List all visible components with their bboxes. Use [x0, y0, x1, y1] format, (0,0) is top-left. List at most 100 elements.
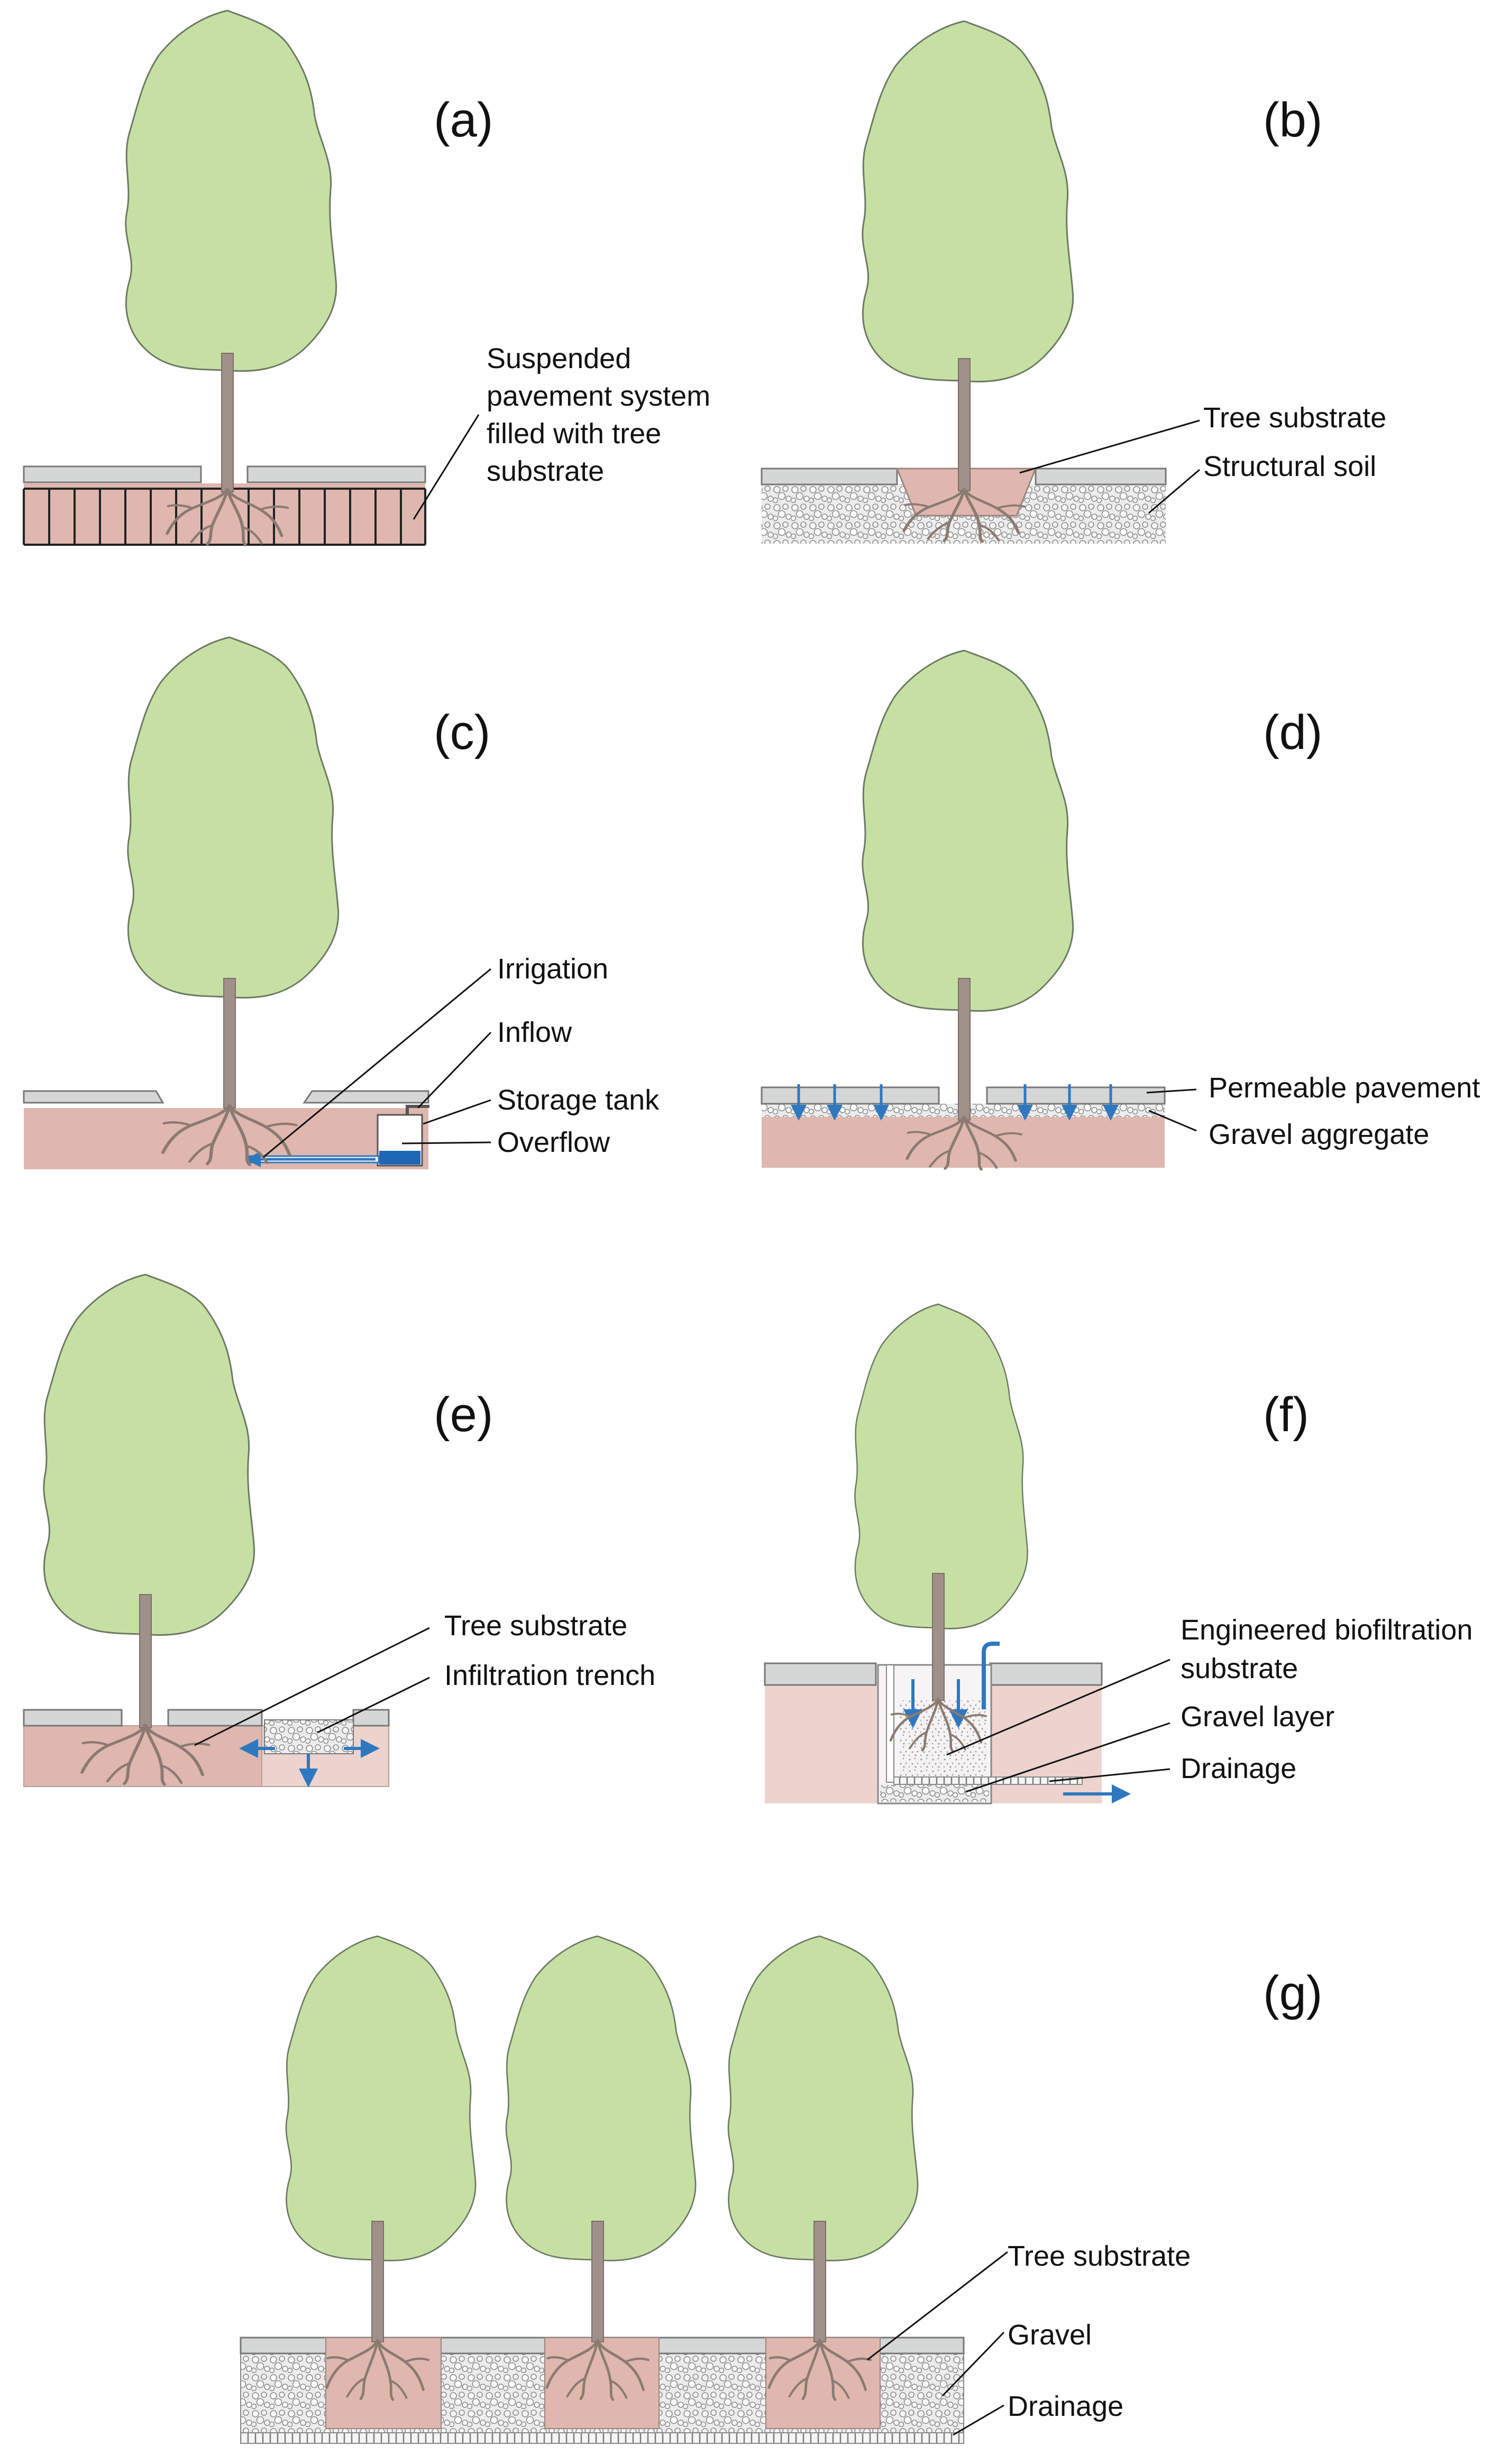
pavement-slab-left	[23, 1709, 123, 1727]
callout-engineered-biofiltration: Engineered biofiltration	[1181, 1614, 1473, 1646]
infiltration-trench	[264, 1719, 354, 1754]
exfiltration-arrows	[239, 1739, 380, 1788]
leader-line	[401, 1141, 491, 1144]
callout-overflow: Overflow	[497, 1126, 610, 1158]
tree-1	[285, 1935, 477, 2399]
storage-tank	[377, 1114, 423, 1167]
tree-canopy	[285, 1935, 477, 2261]
callout-drainage: Drainage	[1181, 1753, 1296, 1784]
tree-trunk	[958, 358, 971, 491]
callout-suspended-pavement: Suspended pavement system filled with tr…	[487, 343, 710, 487]
tree-canopy	[505, 1935, 697, 2261]
inlet-pipe	[982, 1642, 1000, 1709]
panel-label-e: (e)	[434, 1388, 493, 1442]
callout-irrigation: Irrigation	[497, 953, 608, 985]
leader-line	[317, 1677, 430, 1734]
tree-3	[727, 1935, 919, 2399]
leader-line	[413, 414, 480, 520]
leader-line	[263, 968, 491, 1158]
tree-canopy	[727, 1935, 919, 2261]
leader-line	[953, 2404, 1004, 2436]
panel-c: (c) Irrigation Inflow Storage tank Overf…	[23, 636, 660, 1169]
leader-line	[867, 2251, 1008, 2361]
tree-trunk	[371, 2221, 384, 2342]
callout-tree-substrate: Tree substrate	[1203, 402, 1386, 434]
leader-line	[1148, 1110, 1197, 1132]
callout-gravel-aggregate: Gravel aggregate	[1209, 1119, 1429, 1150]
callout-line-4: substrate	[487, 455, 604, 487]
pavement-slab-right	[1035, 468, 1167, 486]
panel-label-a: (a)	[434, 93, 493, 147]
drainage-layer	[240, 2432, 964, 2444]
pavement-slab-left	[23, 1090, 164, 1104]
callout-permeable-pavement: Permeable pavement	[1209, 1072, 1480, 1104]
leader-line	[965, 1722, 1170, 1793]
tree-trunk	[591, 2221, 604, 2342]
tree-canopy	[127, 636, 340, 999]
tree-substrate-pit-1	[325, 2337, 442, 2429]
callout-tree-substrate: Tree substrate	[444, 1610, 627, 1642]
inflow-pipe	[406, 1105, 429, 1115]
tree-trunk	[223, 978, 236, 1109]
panel-a: (a) Suspended pavement system filled wit…	[23, 10, 710, 545]
panel-label-c: (c)	[434, 706, 490, 759]
leader-line	[423, 1099, 491, 1125]
callout-gravel: Gravel	[1008, 2319, 1092, 2351]
tree-trunk	[813, 2221, 826, 2342]
gravel-layer	[880, 1785, 989, 1802]
panel-label-g: (g)	[1263, 1966, 1322, 2020]
inflow-arrows	[903, 1679, 968, 1728]
callout-infiltration-trench: Infiltration trench	[444, 1660, 655, 1691]
tree	[125, 10, 337, 545]
tree-canopy	[862, 20, 1074, 383]
pavement-slabs	[23, 465, 426, 483]
leader-line	[941, 2331, 1005, 2397]
leader-line	[1148, 469, 1200, 514]
panel-f: (f) Engineered biofiltration substrate G…	[764, 1303, 1473, 1805]
leader-line	[946, 1659, 1170, 1756]
inspection-riser	[886, 1664, 894, 1783]
pavement-slab-right	[989, 1662, 1103, 1686]
tree-trunk	[221, 353, 234, 492]
leader-line	[194, 1627, 430, 1746]
pavement-slab-left	[764, 1662, 877, 1686]
pavement-slab-right	[303, 1090, 429, 1104]
leader-line	[1019, 419, 1200, 474]
callout-gravel-layer: Gravel layer	[1181, 1701, 1334, 1733]
panel-label-f: (f)	[1263, 1388, 1309, 1442]
soil	[762, 1117, 1165, 1168]
pavement-slab-mid	[167, 1709, 263, 1727]
callout-line-2: pavement system	[487, 380, 710, 412]
tree	[862, 649, 1074, 1169]
callout-line-1: Suspended	[487, 343, 631, 374]
permeable-pavement-right	[986, 1086, 1166, 1105]
tree-trunk	[932, 1573, 945, 1701]
tree-canopy	[862, 649, 1074, 1012]
panel-label-d: (d)	[1263, 706, 1322, 759]
leader-line	[417, 1031, 492, 1109]
tree-canopy	[43, 1274, 255, 1636]
tree	[127, 636, 340, 1165]
pavement-slab-left	[761, 468, 898, 486]
leader-line	[1146, 1088, 1197, 1094]
panel-d: (d) Permeable pavement Gravel aggregate	[761, 649, 1480, 1169]
panel-e: (e) Tree substrate Infiltration trench	[23, 1274, 655, 1788]
tree-trunk	[958, 978, 971, 1121]
callout-inflow: Inflow	[497, 1016, 572, 1048]
tree	[854, 1303, 1028, 1751]
permeable-pavement-left	[761, 1086, 940, 1105]
infiltration-arrows	[791, 1084, 1119, 1121]
tree-2	[505, 1935, 697, 2399]
callout-tree-substrate: Tree substrate	[1008, 2240, 1191, 2272]
tree-canopy	[125, 10, 337, 372]
callout-substrate: substrate	[1181, 1653, 1298, 1684]
callout-structural-soil: Structural soil	[1203, 451, 1376, 482]
callout-drainage: Drainage	[1008, 2390, 1123, 2422]
callout-storage-tank: Storage tank	[497, 1084, 660, 1116]
tree-trunk	[139, 1594, 152, 1728]
panel-g: (g) Tree substrate Gravel Drainage	[240, 1935, 1322, 2444]
tree	[862, 20, 1074, 542]
panel-b: (b) Tree substrate Structural soil	[761, 20, 1386, 544]
callout-line-3: filled with tree	[487, 418, 661, 450]
